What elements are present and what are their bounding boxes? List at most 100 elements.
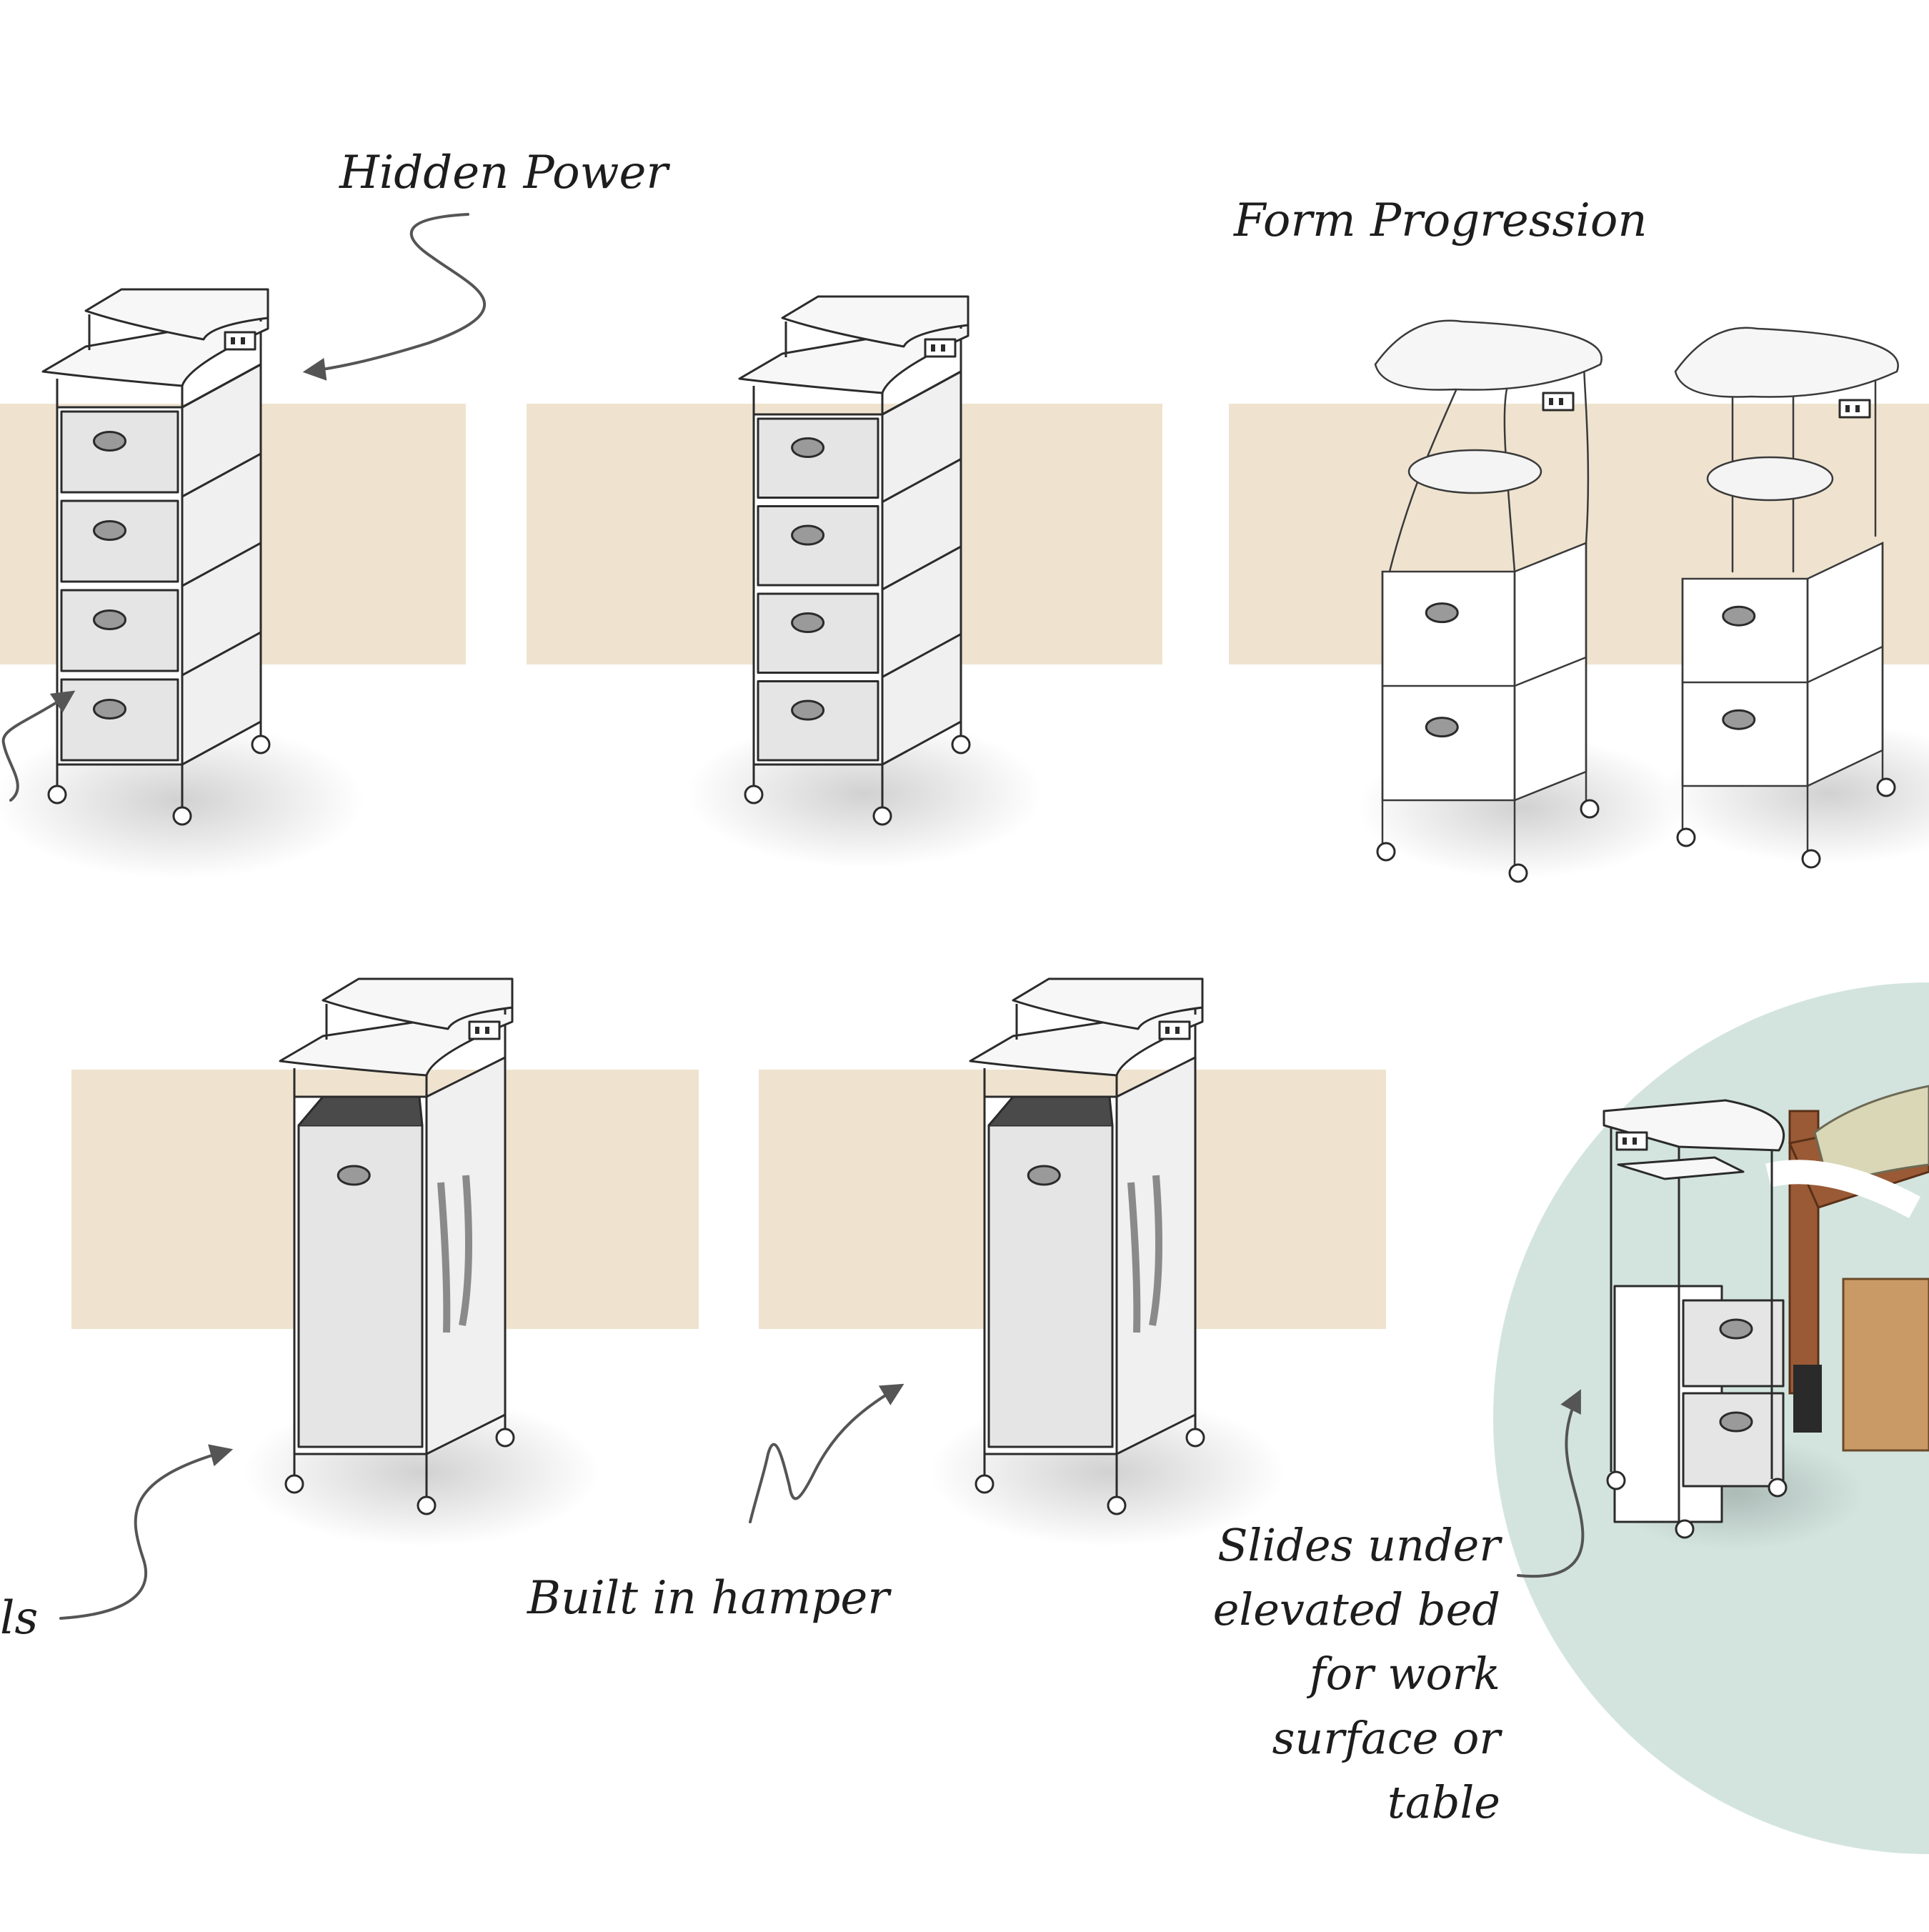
drawer-side-line xyxy=(882,370,962,416)
hamper-strap xyxy=(437,1182,451,1333)
hamper-arrow xyxy=(749,1383,904,1523)
storage-box xyxy=(1842,1278,1929,1452)
drawer-handle xyxy=(1719,1411,1753,1433)
drawer-divider xyxy=(1513,656,1587,687)
drawer-handle xyxy=(1722,605,1756,627)
drawer-side-line xyxy=(882,545,962,591)
drawer xyxy=(1682,1392,1785,1488)
curved-legs-cart-sketch xyxy=(1374,319,1602,883)
annotation-arrows xyxy=(1,213,1585,1620)
drawer-side-line xyxy=(181,452,261,498)
caster-wheel xyxy=(1676,827,1696,847)
cart-sketches xyxy=(41,288,1899,1539)
top-shelf xyxy=(1374,319,1602,391)
caster-wheel xyxy=(1768,1478,1788,1498)
top-shelf xyxy=(1602,1099,1785,1152)
bed-frame-foot xyxy=(1793,1365,1822,1433)
caster-wheel xyxy=(1675,1519,1695,1539)
drawer-handle xyxy=(791,524,825,546)
drawer xyxy=(1682,1299,1785,1388)
caster-wheel xyxy=(1376,842,1396,862)
caster-wheel xyxy=(1606,1470,1626,1490)
caster-wheel xyxy=(1580,799,1600,819)
caster-wheel xyxy=(251,735,271,755)
power-outlet-icon xyxy=(1615,1131,1648,1151)
hamper-strap xyxy=(1149,1175,1162,1326)
built-in-hamper-label: Built in hamper xyxy=(527,1572,889,1625)
four-drawer-cart-v1 xyxy=(41,288,271,826)
top-shelf xyxy=(1012,977,1204,1030)
power-outlet-icon xyxy=(1838,399,1871,419)
lower-shelf xyxy=(1617,1156,1745,1180)
two-drawer-tall-cart-sketch xyxy=(1674,327,1899,869)
slides-under-label: Slides under elevated bed for work surfa… xyxy=(1212,1519,1500,1828)
caster-wheel xyxy=(1508,863,1528,883)
drawer xyxy=(60,589,179,672)
drawer xyxy=(60,499,179,583)
drawer-handle xyxy=(93,520,126,541)
sheet-fold xyxy=(1765,1160,1921,1218)
power-outlet-icon xyxy=(1542,392,1575,412)
power-outlet-icon xyxy=(224,331,256,351)
caster-wheel xyxy=(47,785,67,805)
wheels-label-fragment: ls xyxy=(0,1592,39,1645)
form-progression-label: Form Progression xyxy=(1234,194,1648,247)
drawer-handle xyxy=(1722,709,1756,730)
bedside-cart-context xyxy=(1602,1099,1788,1539)
caster-wheel xyxy=(975,1474,995,1494)
drawer-side-line xyxy=(882,633,962,678)
drawer-handle xyxy=(93,431,126,452)
caster-wheel xyxy=(1185,1428,1205,1448)
hamper-strap xyxy=(459,1175,472,1326)
caster-wheel xyxy=(872,806,892,826)
caster-wheel xyxy=(417,1495,437,1515)
drawer xyxy=(757,505,879,587)
hamper-cart-v1 xyxy=(279,977,515,1515)
wheels-arrow-top xyxy=(1,690,76,802)
caster-wheel xyxy=(744,785,764,805)
lower-shelf xyxy=(1407,449,1542,494)
four-drawer-cart-v2 xyxy=(738,295,971,826)
drawer xyxy=(757,592,879,674)
drawer xyxy=(60,410,179,494)
top-shelf xyxy=(322,977,514,1030)
drawer-handle xyxy=(791,437,825,459)
hamper-opening xyxy=(987,1095,1114,1126)
drawer-handle xyxy=(1425,602,1459,624)
hamper-opening xyxy=(297,1095,424,1126)
caster-wheel xyxy=(495,1428,515,1448)
caster-wheel xyxy=(1876,777,1896,797)
top-shelf xyxy=(84,288,269,341)
drawer-handle xyxy=(337,1165,371,1186)
drawer-side-line xyxy=(181,542,261,587)
top-shelf xyxy=(781,295,970,348)
caster-wheel xyxy=(1801,849,1821,869)
hamper-cart-v2 xyxy=(969,977,1205,1515)
drawer-divider xyxy=(1806,645,1884,684)
top-shelf xyxy=(1674,327,1899,398)
slides-under-arrow xyxy=(1517,1389,1585,1578)
drawer-side-line xyxy=(181,631,261,677)
caster-wheel xyxy=(284,1474,304,1494)
power-outlet-icon xyxy=(924,338,957,358)
caster-wheel xyxy=(172,806,192,826)
caster-wheel xyxy=(951,735,971,755)
drawer-handle xyxy=(1027,1165,1061,1186)
power-outlet-icon xyxy=(468,1020,501,1040)
elevated-bed xyxy=(1765,1085,1929,1452)
drawer xyxy=(757,680,879,762)
wheels-arrow-bottom xyxy=(59,1444,234,1620)
hidden-power-label: Hidden Power xyxy=(339,146,668,199)
drawer-handle xyxy=(93,699,126,719)
drawer xyxy=(60,678,179,762)
power-outlet-icon xyxy=(1158,1020,1191,1040)
drawer-side-line xyxy=(882,458,962,503)
drawer-handle xyxy=(1719,1318,1753,1340)
hamper-strap xyxy=(1127,1182,1141,1333)
drawer-handle xyxy=(791,612,825,634)
drawer-handle xyxy=(1425,717,1459,738)
hidden-power-arrow xyxy=(302,213,486,381)
drawer-handle xyxy=(93,609,126,630)
